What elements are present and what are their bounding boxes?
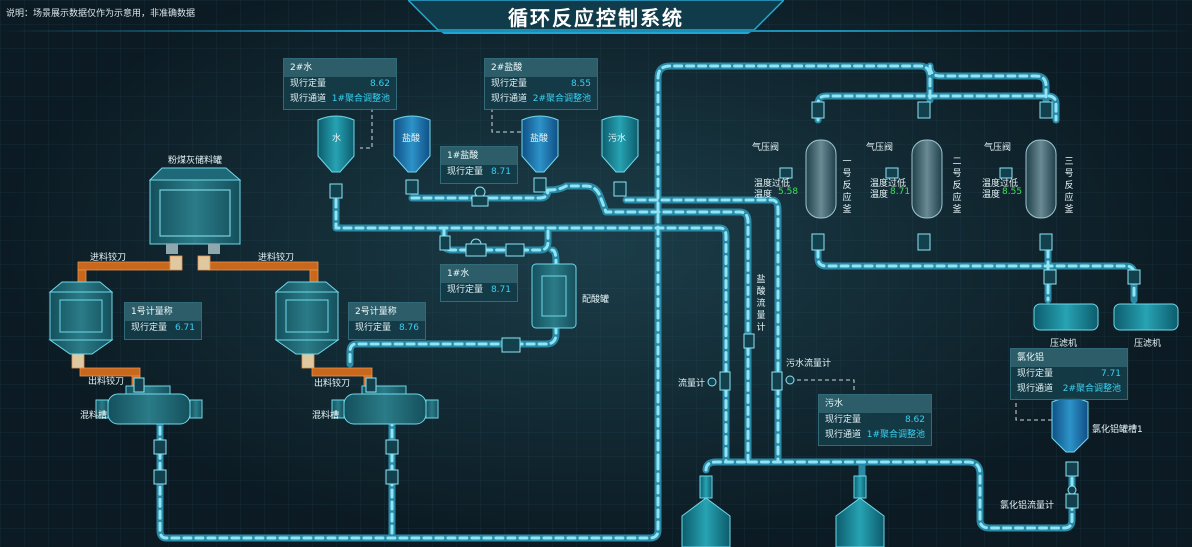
reactor-3-label: 三号反应釜 — [1064, 157, 1074, 215]
panel-row-value: 6.71 — [174, 323, 195, 333]
panel-water1-title: 1#水 — [441, 265, 517, 283]
panel-row-value: 8.62 — [904, 415, 925, 425]
reactor-1-temp-label: 温度 — [754, 190, 773, 200]
reactor-2-temp-value: 8.71 — [890, 187, 911, 197]
panel-row-value: 2#聚合调整池 — [532, 94, 591, 104]
panel-row-value: 8.71 — [490, 167, 511, 177]
filter-press-2-label: 压滤机 — [1134, 339, 1162, 349]
title-banner — [408, 0, 784, 34]
panel-row-value: 2#聚合调整池 — [1062, 384, 1121, 394]
reactor-3-valve-label: 气压阀 — [984, 143, 1012, 153]
mixer-right-label: 混料槽 — [312, 411, 340, 421]
panel-scale1[interactable]: 1号计量称 现行定量 6.71 — [124, 302, 202, 340]
disclaimer-note: 说明：场景展示数据仅作为示意用，非准确数据 — [6, 9, 196, 19]
panel-hcl2-title: 2#盐酸 — [485, 59, 597, 77]
tank-hcl2-label: 盐酸 — [530, 134, 549, 144]
panel-row-key: 现行定量 — [1017, 369, 1054, 379]
panel-row-key: 现行定量 — [290, 79, 327, 89]
panel-alcl-title: 氯化铝 — [1011, 349, 1127, 367]
panel-row-key: 现行通道 — [491, 94, 528, 104]
panel-hcl2[interactable]: 2#盐酸 现行定量 8.55 现行通道 2#聚合调整池 — [484, 58, 598, 110]
panel-row-key: 现行定量 — [825, 415, 862, 425]
mixers — [95, 385, 439, 425]
hcl-flowmeter-label: 盐酸流量计 — [756, 275, 766, 333]
discharge-auger-right-label: 出料铰刀 — [314, 379, 351, 389]
panel-waste-title: 污水 — [819, 395, 931, 413]
reactor-1-valve-label: 气压阀 — [752, 143, 780, 153]
tank-water-label: 水 — [332, 134, 342, 144]
panel-row-key: 现行通道 — [825, 430, 862, 440]
reactor-3-status: 温度过低 — [982, 179, 1019, 189]
flowmeter-label: 流量计 — [678, 379, 706, 389]
panel-row-value: 8.55 — [570, 79, 591, 89]
reactor-2-temp-label: 温度 — [870, 190, 889, 200]
reactor-1-status: 温度过低 — [754, 179, 791, 189]
bottom-tanks — [681, 475, 885, 547]
waste-flowmeter-label: 污水流量计 — [786, 359, 832, 369]
panel-row-key: 现行定量 — [355, 323, 392, 333]
reactor-2-status: 温度过低 — [870, 179, 907, 189]
silo-label: 粉煤灰储料罐 — [168, 156, 223, 166]
filter-presses — [1033, 303, 1179, 331]
panel-hcl1-title: 1#盐酸 — [441, 147, 517, 165]
discharge-auger-left-label: 出料铰刀 — [88, 377, 125, 387]
tank-waste-label: 污水 — [608, 134, 627, 144]
panel-row-key: 现行定量 — [131, 323, 168, 333]
panel-row-key: 现行定量 — [447, 167, 484, 177]
feed-auger-left-label: 进料铰刀 — [90, 253, 127, 263]
page-title: 循环反应控制系统 — [508, 6, 684, 30]
reactor-1-temp-value: 5.58 — [778, 187, 799, 197]
reactor-3-temp-value: 8.55 — [1002, 187, 1023, 197]
mixer-left-label: 混料槽 — [80, 411, 108, 421]
reactor-1-label: 一号反应釜 — [842, 157, 852, 215]
panel-row-value: 1#聚合调整池 — [331, 94, 390, 104]
panel-scale2-title: 2号计量称 — [349, 303, 425, 321]
panel-water2[interactable]: 2#水 现行定量 8.62 现行通道 1#聚合调整池 — [283, 58, 397, 110]
reactors — [805, 139, 1057, 219]
filter-press-1-label: 压滤机 — [1050, 339, 1078, 349]
top-tanks — [317, 115, 1089, 453]
panel-row-value: 7.71 — [1100, 369, 1121, 379]
panel-hcl1[interactable]: 1#盐酸 现行定量 8.71 — [440, 146, 518, 184]
reactor-3-temp-label: 温度 — [982, 190, 1001, 200]
panel-row-value: 8.76 — [398, 323, 419, 333]
panel-row-key: 现行通道 — [290, 94, 327, 104]
panel-row-key: 现行通道 — [1017, 384, 1054, 394]
title-underline — [0, 30, 1192, 32]
silo-tank — [148, 167, 242, 254]
panel-row-value: 8.71 — [490, 285, 511, 295]
feed-auger-right-label: 进料铰刀 — [258, 253, 295, 263]
panel-scale2[interactable]: 2号计量称 现行定量 8.76 — [348, 302, 426, 340]
panel-row-key: 现行定量 — [447, 285, 484, 295]
panel-row-key: 现行定量 — [491, 79, 528, 89]
reactor-2-label: 二号反应釜 — [952, 157, 962, 215]
scale-hoppers — [48, 281, 340, 355]
panel-waste[interactable]: 污水 现行定量 8.62 现行通道 1#聚合调整池 — [818, 394, 932, 446]
panel-water2-title: 2#水 — [284, 59, 396, 77]
panel-water1[interactable]: 1#水 现行定量 8.71 — [440, 264, 518, 302]
acid-mix-tank — [531, 263, 577, 329]
panel-alcl[interactable]: 氯化铝 现行定量 7.71 现行通道 2#聚合调整池 — [1010, 348, 1128, 400]
reactor-2-valve-label: 气压阀 — [866, 143, 894, 153]
panel-scale1-title: 1号计量称 — [125, 303, 201, 321]
tank-hcl1-label: 盐酸 — [402, 134, 421, 144]
panel-row-value: 8.62 — [369, 79, 390, 89]
panel-row-value: 1#聚合调整池 — [866, 430, 925, 440]
acid-mix-tank-label: 配酸罐 — [582, 295, 610, 305]
alcl-flowmeter-label: 氯化铝流量计 — [1000, 501, 1055, 511]
alcl-tank-label: 氯化铝罐槽1 — [1092, 425, 1143, 435]
